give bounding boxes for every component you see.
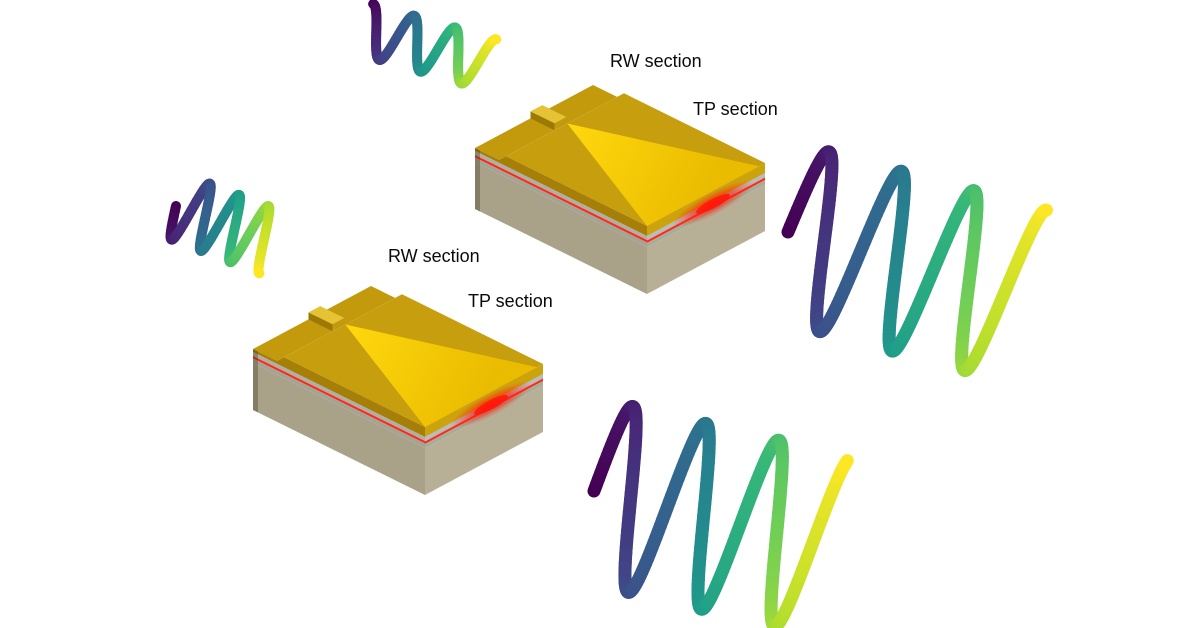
ridge-waveguide-top	[308, 306, 345, 325]
contact-layer-front-left	[475, 148, 647, 236]
taper-gain-region	[567, 123, 760, 226]
taper-gain-region	[345, 324, 538, 427]
left-edge-shade	[475, 148, 480, 212]
lower-cladding-front-left	[475, 157, 647, 247]
substrate-facet	[425, 385, 543, 495]
input-wave-lower-chip	[165, 178, 275, 279]
active-layer-front-left	[475, 155, 647, 243]
laser-chip-upper	[475, 85, 765, 294]
wave-path	[781, 145, 1053, 377]
emission-spot	[474, 394, 508, 415]
ridge-side-face	[308, 312, 333, 332]
wave-path	[165, 178, 275, 279]
cladding-front-left	[475, 151, 647, 240]
left-edge-shade	[253, 349, 258, 413]
waveguide-junction-stripe	[554, 120, 574, 131]
input-wave-upper-chip	[368, 0, 502, 89]
active-layer-front-left	[253, 356, 425, 444]
emission-spot	[696, 193, 730, 214]
substrate-front-left	[253, 363, 425, 495]
rw-section-label-lower: RW section	[388, 246, 480, 266]
tp-section-label-upper: TP section	[693, 99, 778, 119]
substrate-facet	[647, 184, 765, 294]
substrate-front-left	[475, 162, 647, 294]
output-wave-lower-chip	[587, 400, 854, 628]
cladding-front-left	[253, 352, 425, 441]
contact-layer-front-left	[253, 349, 425, 437]
ridge-side-face	[530, 111, 555, 131]
wave-path	[587, 400, 854, 628]
ridge-waveguide-top	[530, 105, 567, 124]
wave-path	[368, 0, 502, 89]
output-wave-upper-chip	[781, 145, 1053, 377]
lower-cladding-front-left	[253, 358, 425, 448]
laser-chip-lower	[253, 286, 543, 495]
rw-section-label-upper: RW section	[610, 51, 702, 71]
waveguide-junction-stripe	[332, 321, 352, 332]
tp-section-label-lower: TP section	[468, 291, 553, 311]
